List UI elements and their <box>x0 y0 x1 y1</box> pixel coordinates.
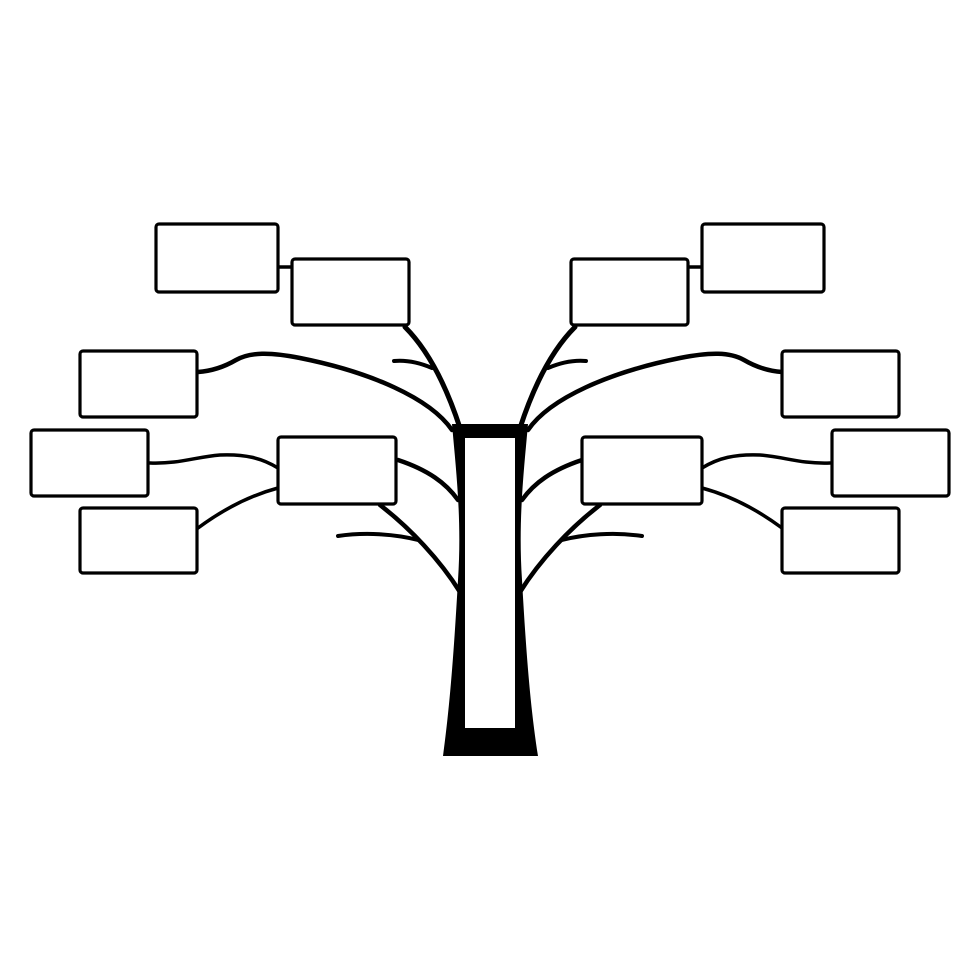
branch-left-lower <box>377 502 463 595</box>
branch-left-upper-mid <box>195 351 455 433</box>
right-branches <box>517 265 832 595</box>
twig-left-lower <box>336 531 420 542</box>
right-boxes <box>569 222 951 575</box>
connector-right-bottom <box>700 486 784 530</box>
name-box-right-mid-inner[interactable] <box>580 435 704 506</box>
branch-right-lower <box>517 502 603 595</box>
branch-right-mid-inner <box>519 457 585 503</box>
twig-left-top <box>392 358 434 370</box>
name-box-left-top-inner[interactable] <box>290 257 411 327</box>
twig-right-lower <box>560 531 644 542</box>
branch-left-top <box>402 324 463 431</box>
connector-right-mid <box>700 453 832 470</box>
name-box-left-mid-outer[interactable] <box>29 428 150 498</box>
connector-left-bottom <box>196 486 280 530</box>
name-box-left-upper-mid[interactable] <box>78 349 199 419</box>
name-box-left-bottom[interactable] <box>78 506 199 575</box>
branch-right-upper-mid <box>525 351 785 433</box>
connector-left-mid <box>148 453 280 470</box>
name-box-left-top-outer[interactable] <box>154 222 280 294</box>
trunk-name-box[interactable] <box>465 438 515 728</box>
name-box-left-mid-inner[interactable] <box>276 435 398 506</box>
left-boxes <box>29 222 411 575</box>
name-box-right-bottom[interactable] <box>780 506 901 575</box>
left-branches <box>148 265 463 595</box>
name-box-right-mid-outer[interactable] <box>830 428 951 498</box>
twig-right-top <box>546 358 588 370</box>
tree-trunk <box>443 424 538 756</box>
branch-left-mid-inner <box>395 457 461 503</box>
name-box-right-top-outer[interactable] <box>700 222 826 294</box>
branch-right-top <box>517 324 578 431</box>
name-box-right-top-inner[interactable] <box>569 257 690 327</box>
name-box-right-upper-mid[interactable] <box>780 349 901 419</box>
